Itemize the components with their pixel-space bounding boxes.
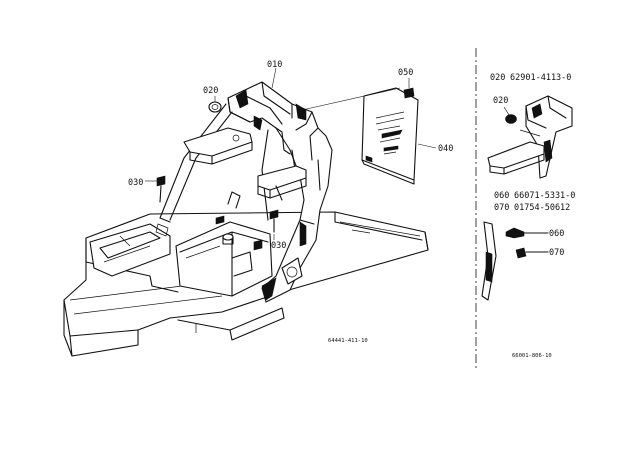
callout-030-center: 030 — [271, 241, 286, 251]
callout-040: 040 — [438, 144, 453, 154]
left-step-panel — [89, 223, 171, 277]
callout-010: 010 — [267, 60, 282, 70]
frame-assembly — [159, 81, 333, 303]
clip-060-bolt-070-detail — [481, 221, 549, 301]
callout-030-left: 030 — [128, 178, 143, 188]
part-070-code: 070 — [494, 203, 509, 213]
part-020-code: 020 — [490, 73, 505, 83]
frame-detail — [487, 95, 573, 179]
callout-050: 050 — [398, 68, 413, 78]
part-020-number: 62901-4113-0 — [510, 73, 571, 83]
plate-panel — [361, 87, 419, 185]
detail-callout-070: 070 — [549, 248, 564, 258]
detail-callout-020: 020 — [493, 96, 508, 106]
left-bracket-arm — [183, 127, 253, 165]
callout-020: 020 — [203, 86, 218, 96]
grommet-020 — [208, 101, 222, 113]
part-070-number: 01754-50612 — [514, 203, 570, 213]
main-drawing-ref: 64441-411-10 — [328, 338, 368, 344]
center-bracket-arm — [257, 165, 307, 201]
small-brackets — [155, 191, 263, 251]
detail-drawing-ref: 66001-806-10 — [512, 353, 552, 359]
grommet-020-detail — [505, 114, 517, 124]
main-assembly-view: 010 020 030 030 040 050 64441-411-10 — [63, 60, 453, 357]
bolt-030-left — [156, 175, 166, 203]
detail-view: 020 62901-4113-0 020 060 66071-5331-0 07… — [481, 73, 575, 359]
nut-050 — [403, 87, 415, 99]
part-060-number: 66071-5331-0 — [514, 191, 575, 201]
part-060-code: 060 — [494, 191, 509, 201]
bolt-030-center — [269, 209, 279, 233]
fuel-tank — [175, 221, 273, 297]
detail-callout-060: 060 — [549, 229, 564, 239]
